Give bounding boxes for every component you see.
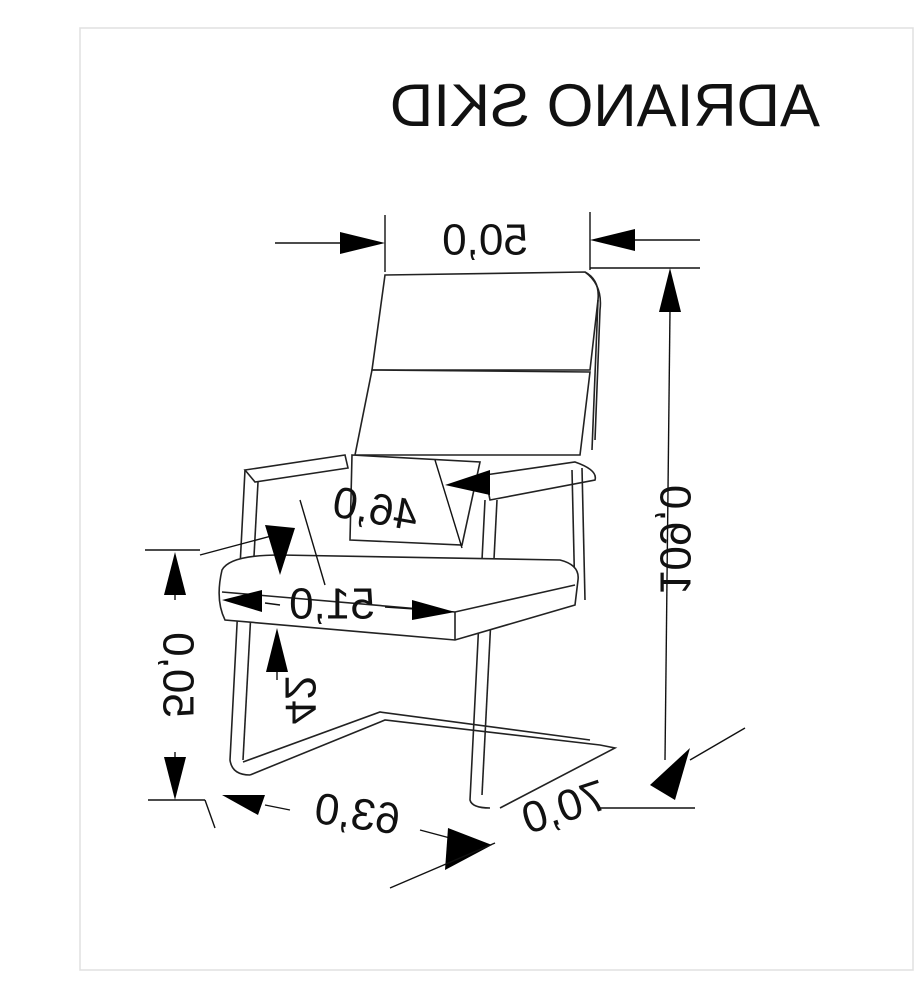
label-height: 109,0 (650, 485, 699, 595)
dimension-lines (145, 212, 746, 889)
product-title: ADRIANO SKID (390, 72, 820, 139)
label-armrest-height: 42 (275, 676, 324, 725)
label-depth: 70,0 (516, 771, 613, 844)
frame-border (79, 27, 914, 971)
label-width: 50,0 (442, 216, 528, 265)
label-base-width: 63,0 (312, 784, 404, 844)
label-seat-height: 50,0 (153, 632, 202, 718)
label-seat-width: 51,0 (289, 580, 375, 629)
chair-outline (218, 271, 618, 809)
